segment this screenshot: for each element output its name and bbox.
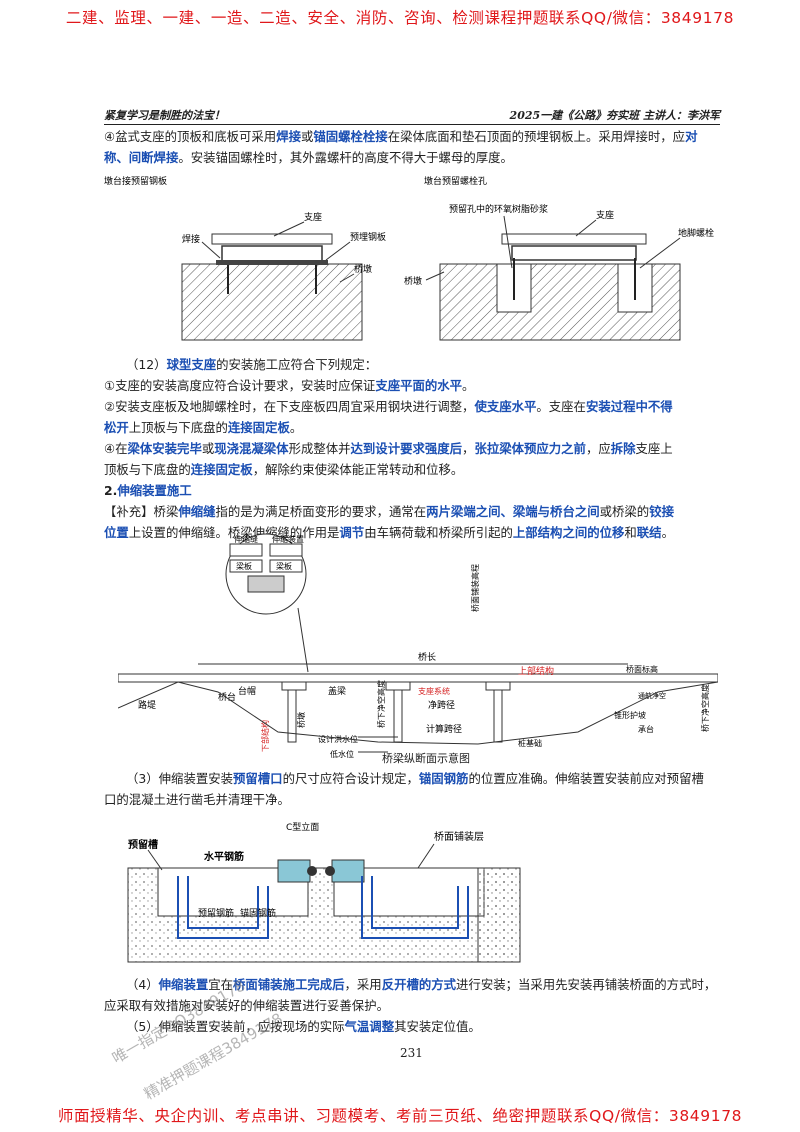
paragraph-temperature: （5）伸缩装置安装前，应按现场的实际气温调整其安装定位值。 bbox=[126, 1019, 481, 1034]
fig2-label-net-span: 净跨径 bbox=[428, 699, 455, 711]
pier-2 bbox=[393, 681, 403, 743]
fig2-label-device: 伸缩装置 bbox=[272, 534, 304, 544]
right-top-plate bbox=[501, 233, 647, 245]
fig3-label-reserved-rebar: 预留钢筋 bbox=[198, 907, 234, 919]
fig2-label-cap2: 承台 bbox=[638, 724, 654, 734]
fig1-right-label-pier: 桥墩 bbox=[404, 275, 422, 287]
fig2-label-deck-top: 桥面铺装高程 bbox=[470, 564, 480, 612]
fig3-label-anchor-rebar: 锚固钢筋 bbox=[240, 907, 276, 919]
fig3-label-slot: 预留槽 bbox=[128, 838, 158, 851]
bridge-section-figure: 伸缩缝 伸缩装置 梁板 梁板 桥长 上部结构 桥面标高 桥面铺装高程 桥台 台帽… bbox=[118, 533, 718, 758]
left-pier-block bbox=[181, 263, 363, 341]
pier-3 bbox=[493, 681, 503, 743]
running-header: 紧复学习是制胜的法宝！ 2025一建《公路》夯实班 主讲人：李洪军 bbox=[104, 104, 720, 125]
fig1-left-label-weld: 焊接 bbox=[182, 233, 200, 245]
fig2-label-clear-height: 桥下净空高度 bbox=[376, 680, 386, 728]
fig2-label-low-water: 低水位 bbox=[330, 749, 354, 758]
left-embedded-plate bbox=[216, 260, 328, 265]
header-course-title: 2025一建《公路》夯实班 主讲人：李洪军 bbox=[509, 109, 720, 122]
fig2-label-abutment: 桥台 bbox=[218, 691, 236, 703]
top-promo-banner: 二建、监理、一建、一造、二造、安全、消防、咨询、检测课程押题联系QQ/微信：38… bbox=[65, 9, 735, 27]
header-slogan: 紧复学习是制胜的法宝！ bbox=[104, 109, 225, 122]
fig2-label-pier: 桥墩 bbox=[296, 712, 306, 728]
fig3-label-deck-pavement: 桥面铺装层 bbox=[434, 830, 484, 843]
paragraph-spherical-bearing: （12）球型支座的安装施工应符合下列规定： ①支座的安装高度应符合设计要求，安装… bbox=[104, 357, 673, 477]
fig2-label-cap: 盖梁 bbox=[328, 685, 346, 697]
fig2-label-beam-right: 梁板 bbox=[276, 561, 292, 571]
paragraph-pot-bearing: ④盆式支座的顶板和底板可采用焊接或锚固螺栓栓接在梁体底面和垫石顶面的预埋钢板上。… bbox=[104, 129, 698, 165]
right-bearing bbox=[511, 245, 637, 261]
section-title: 2.伸缩装置施工 bbox=[104, 483, 192, 498]
left-top-plate bbox=[211, 233, 333, 245]
fig1-right-label-mortar: 预留孔中的环氧树脂砂浆 bbox=[449, 203, 548, 215]
fig1-left-label-plate: 预埋钢板 bbox=[350, 231, 386, 243]
paragraph-reserved-slot: （3）伸缩装置安装预留槽口的尺寸应符合设计规定，锚固钢筋的位置应准确。伸缩装置安… bbox=[104, 771, 704, 807]
fig2-label-gap: 伸缩缝 bbox=[234, 534, 258, 544]
fig2-label-flood: 设计洪水位 bbox=[318, 734, 358, 744]
fig2-label-cone: 锥形护坡 bbox=[614, 710, 646, 720]
fig2-label-bridge-length: 桥长 bbox=[418, 651, 436, 663]
fig3-title: C型立面 bbox=[286, 821, 319, 833]
fig2-label-height: 桥下净空高度 bbox=[700, 684, 710, 732]
fig2-label-superstructure: 上部结构 bbox=[518, 665, 554, 677]
fig3-label-horizontal-rebar: 水平钢筋 bbox=[203, 850, 244, 863]
bearing-install-figure: 墩台接预留钢板 支座 焊接 预埋钢板 桥墩 墩台预留螺栓孔 预留孔中的环氧树脂砂… bbox=[104, 175, 714, 341]
joint-left-profile bbox=[277, 859, 311, 883]
document-page: 紧复学习是制胜的法宝！ 2025一建《公路》夯实班 主讲人：李洪军 ④盆式支座的… bbox=[104, 104, 720, 1064]
section-expansion-joint: 2.伸缩装置施工 【补充】桥梁伸缩缝指的是为满足桥面变形的要求，通常在两片梁端之… bbox=[104, 480, 720, 543]
bottom-promo-banner: 师面授精华、央企内训、考点串讲、习题模考、考前三页纸、绝密押题联系QQ/微信：3… bbox=[57, 1107, 743, 1125]
fig1-left-title: 墩台接预留钢板 bbox=[104, 175, 167, 187]
ground-line bbox=[118, 681, 718, 745]
fig1-right-label-bearing: 支座 bbox=[596, 209, 614, 221]
fig1-right-label-bolt: 地脚螺栓 bbox=[678, 227, 714, 239]
bridge-deck bbox=[118, 673, 718, 683]
left-bearing bbox=[221, 245, 323, 263]
fig1-right-title: 墩台预留螺栓孔 bbox=[424, 175, 487, 187]
paragraph-install-order: （4）伸缩装置宜在桥面铺装施工完成后，采用反开槽的方式进行安装；当采用先安装再铺… bbox=[104, 977, 717, 1013]
fig2-label-substructure: 下部结构 bbox=[260, 720, 270, 752]
fig2-label-pile: 桩基础 bbox=[518, 738, 542, 748]
joint-right-profile bbox=[331, 859, 365, 883]
fig2-caption: 桥梁纵断面示意图 bbox=[382, 752, 470, 765]
c-type-joint-figure: C型立面 预留槽 水平钢筋 桥面铺装层 预留钢筋 锚固钢筋 bbox=[127, 821, 521, 963]
fig2-label-slope: 路堤 bbox=[138, 699, 156, 711]
fig2-label-beam-left: 梁板 bbox=[236, 561, 252, 571]
fig2-label-bearing-system: 支座系统 bbox=[418, 686, 450, 696]
fig1-left-label-bearing: 支座 bbox=[304, 211, 322, 223]
fig2-label-cap-beam: 台帽 bbox=[238, 685, 256, 697]
fig1-left-label-pier: 桥墩 bbox=[354, 263, 372, 275]
fig2-label-deck-elev: 桥面标高 bbox=[626, 664, 658, 674]
page-number: 231 bbox=[400, 1046, 423, 1060]
fig2-label-calc-span: 计算跨径 bbox=[426, 723, 462, 735]
